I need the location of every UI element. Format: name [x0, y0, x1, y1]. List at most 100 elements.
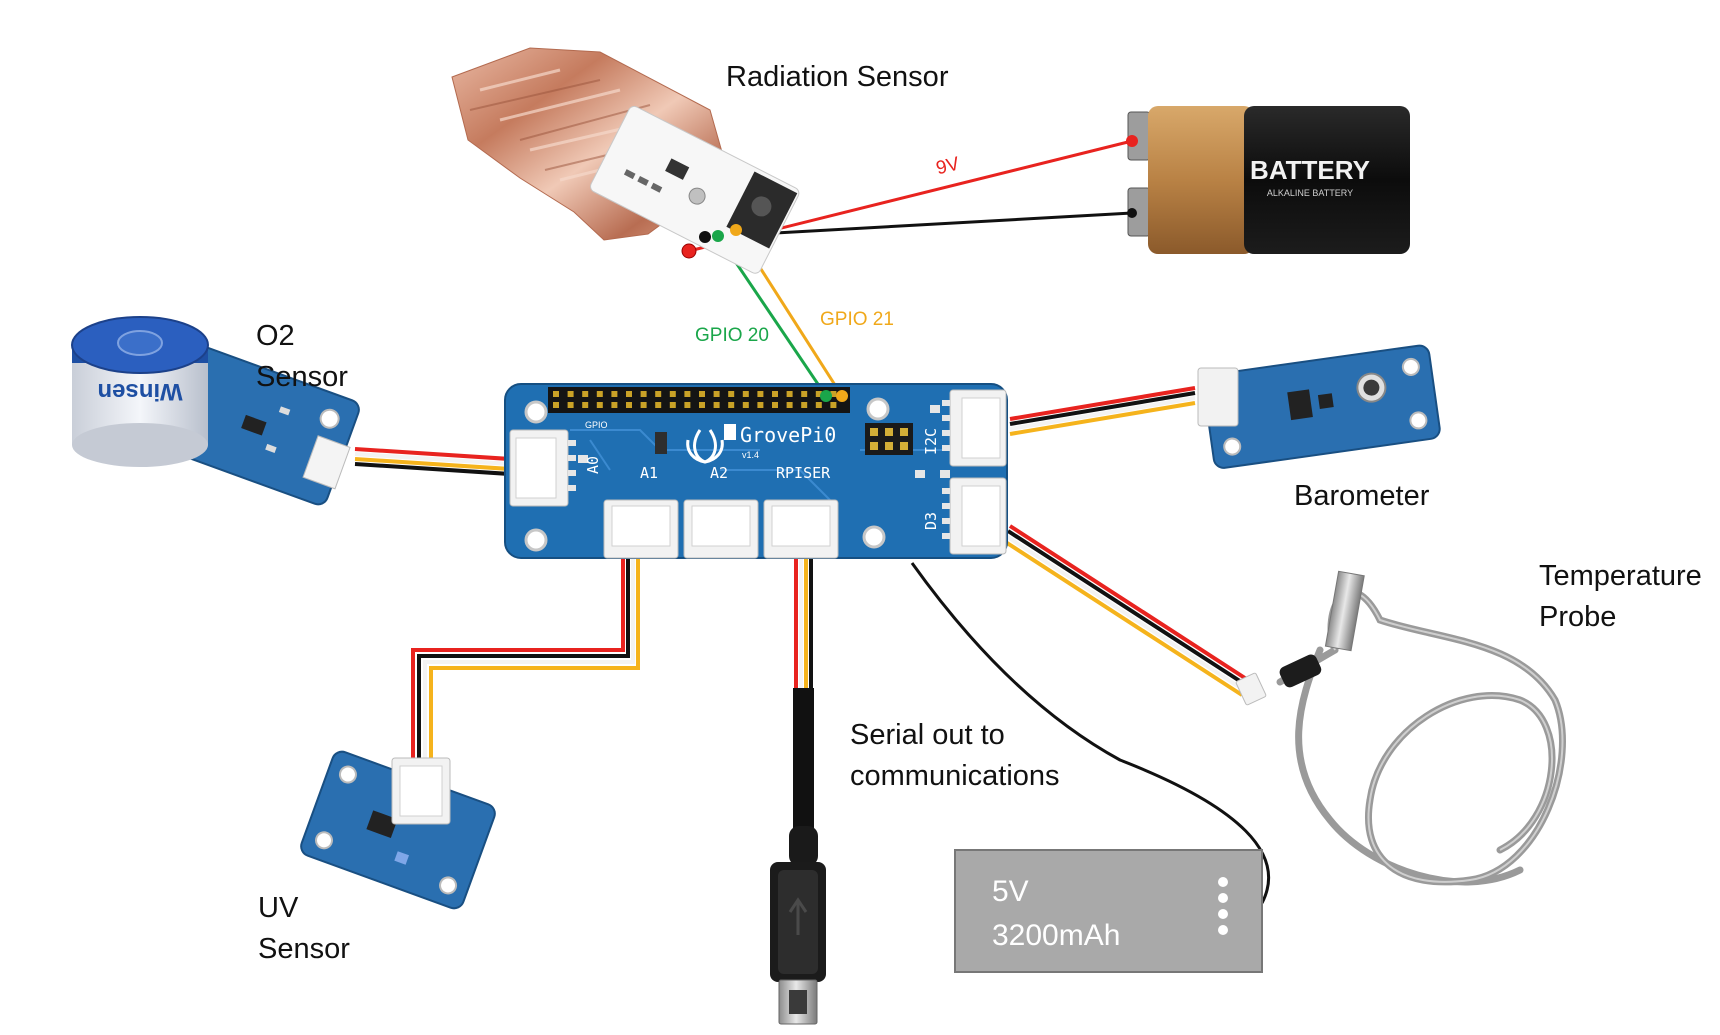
charge-led	[1218, 893, 1228, 903]
port-label-rpiser: RPISER	[776, 464, 831, 482]
temperature-probe-label: Temperature Probe	[1539, 556, 1702, 638]
probe-connector	[1236, 673, 1267, 706]
header-pin	[611, 402, 617, 408]
header-pin	[743, 402, 749, 408]
isp-header	[865, 423, 913, 455]
mount-hole	[868, 399, 888, 419]
power-pack-capacity: 3200mAh	[992, 914, 1120, 958]
grove-port-d3	[942, 478, 1006, 554]
header-pin	[670, 402, 676, 408]
temperature-label-line1: Temperature	[1539, 556, 1702, 597]
header-pin	[553, 402, 559, 408]
header-pin	[655, 402, 661, 408]
probe-steel-tip	[1325, 571, 1364, 650]
o2-sensor-label: O2 Sensor	[256, 316, 348, 398]
o2-label-line1: O2	[256, 316, 348, 357]
header-pin	[772, 391, 778, 397]
header-pin	[641, 402, 647, 408]
header-pin	[670, 391, 676, 397]
port-label-a0: A0	[584, 456, 602, 474]
usb-plug	[770, 826, 826, 1024]
mount-hole	[526, 530, 546, 550]
gpio20-pin	[820, 390, 832, 402]
header-pin	[787, 391, 793, 397]
charge-led	[1218, 877, 1228, 887]
serial-label-line2: communications	[850, 756, 1060, 797]
header-pin	[699, 391, 705, 397]
header-pin	[582, 402, 588, 408]
header-pin	[714, 402, 720, 408]
uv-sensor-label: UV Sensor	[258, 888, 350, 970]
charge-led	[1218, 925, 1228, 935]
battery-negative-terminal	[1127, 208, 1137, 218]
header-pin	[597, 391, 603, 397]
radiation-pin-red	[682, 244, 696, 258]
probe-boot	[1278, 652, 1324, 689]
header-pin	[684, 402, 690, 408]
o2-cable	[355, 449, 510, 474]
header-pin	[787, 402, 793, 408]
grove-port-a1	[604, 500, 678, 558]
header-pin	[830, 402, 836, 408]
o2-cylinder-bottom	[72, 423, 208, 467]
header-pin	[553, 391, 559, 397]
radiation-sensor-label: Radiation Sensor	[726, 57, 948, 98]
port-label-a2: A2	[710, 464, 728, 482]
temperature-cable	[1004, 526, 1248, 695]
grovepi0-board: GrovePi0 v1.4 GPIO A0 A1 A2 RPISER I2C D…	[505, 384, 1007, 558]
header-pin	[714, 391, 720, 397]
battery-subtitle: ALKALINE BATTERY	[1267, 188, 1353, 198]
gpio-header	[548, 387, 850, 413]
gpio-mark: GPIO	[585, 420, 608, 430]
header-pin	[655, 391, 661, 397]
board-name: GrovePi0	[740, 423, 836, 447]
temperature-probe	[1236, 571, 1563, 882]
header-pin	[728, 402, 734, 408]
board-version: v1.4	[742, 450, 759, 460]
charge-led	[1218, 909, 1228, 919]
port-label-a1: A1	[640, 464, 658, 482]
serial-label-line1: Serial out to	[850, 715, 1060, 756]
battery-brand: BATTERY	[1250, 155, 1370, 185]
serial-cable	[793, 558, 814, 828]
header-pin	[568, 391, 574, 397]
header-pin	[757, 402, 763, 408]
header-pin	[699, 402, 705, 408]
battery-gold-body	[1148, 106, 1254, 254]
radiation-pin-black	[699, 231, 711, 243]
o2-brand: Winsen	[97, 378, 182, 405]
port-label-d3: D3	[922, 512, 940, 530]
header-pin	[568, 402, 574, 408]
barometer-connector	[1198, 368, 1238, 426]
radiation-pin-green	[712, 230, 724, 242]
header-pin	[611, 391, 617, 397]
barometer-module	[1198, 344, 1441, 469]
uv-cable	[413, 558, 638, 768]
header-pin	[684, 391, 690, 397]
header-pin	[772, 402, 778, 408]
battery-positive-terminal	[1126, 135, 1138, 147]
grove-port-i2c	[942, 390, 1006, 466]
o2-label-line2: Sensor	[256, 357, 348, 398]
header-pin	[757, 391, 763, 397]
barometer-label: Barometer	[1294, 476, 1429, 517]
mount-hole	[864, 527, 884, 547]
header-pin	[582, 391, 588, 397]
header-pin	[626, 402, 632, 408]
power-pack-voltage: 5V	[992, 870, 1120, 914]
header-pin	[728, 391, 734, 397]
uv-label-line2: Sensor	[258, 929, 350, 970]
temperature-label-line2: Probe	[1539, 597, 1702, 638]
grove-port-a0	[510, 430, 576, 506]
battery: BATTERY ALKALINE BATTERY	[1126, 106, 1410, 254]
serial-out-label: Serial out to communications	[850, 715, 1060, 797]
mount-hole	[526, 402, 546, 422]
header-pin	[743, 391, 749, 397]
gpio21-pin	[836, 390, 848, 402]
power-pack-text: 5V 3200mAh	[992, 870, 1120, 958]
header-pin	[801, 391, 807, 397]
gpio20-label: GPIO 20	[695, 325, 769, 347]
uv-label-line1: UV	[258, 888, 350, 929]
gpio21-label: GPIO 21	[820, 309, 894, 331]
